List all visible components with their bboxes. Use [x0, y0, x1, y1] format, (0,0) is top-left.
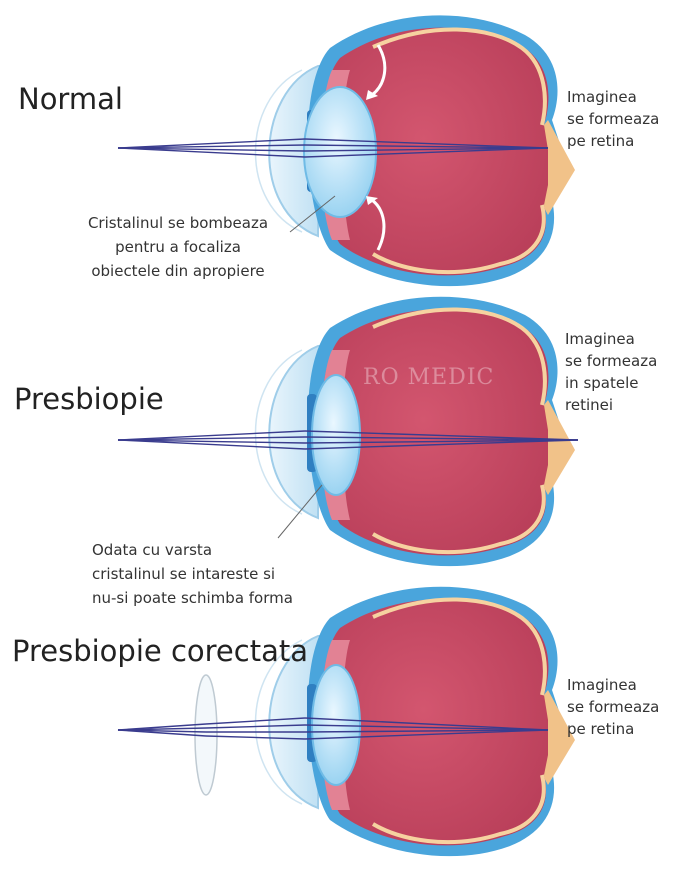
note-line: se formeaza	[565, 350, 657, 372]
note-line: in spatele	[565, 372, 657, 394]
note-line: Imaginea	[567, 674, 659, 696]
lens	[312, 375, 360, 495]
note-line: pe retina	[567, 130, 659, 152]
title-line: corectata	[171, 634, 308, 668]
watermark: RO MEDIC	[363, 365, 494, 390]
panel-title: Presbiopie	[14, 380, 164, 418]
note-line: Imaginea	[565, 328, 657, 350]
panel-presbiopie: Presbiopie Imaginea se formeaza in spate…	[0, 290, 675, 580]
title-line: Normal	[18, 82, 123, 116]
image-note: Imaginea se formeaza pe retina	[567, 86, 659, 152]
caption-line: pentru a focaliza	[58, 235, 298, 259]
panel-normal: Normal Imaginea se formeaza pe retina Cr…	[0, 0, 675, 290]
title-line: Presbiopie	[14, 382, 164, 416]
caption-line: Cristalinul se bombeaza	[58, 211, 298, 235]
note-line: se formeaza	[567, 696, 659, 718]
panel-title: Presbiopie corectata	[12, 632, 308, 670]
panel-presbiopie-corectata: Presbiopie corectata Imaginea se formeaz…	[0, 580, 675, 870]
lens	[304, 87, 376, 217]
note-line: retinei	[565, 394, 657, 416]
title-line: Presbiopie	[12, 634, 162, 668]
note-line: se formeaza	[567, 108, 659, 130]
caption-line: obiectele din apropiere	[58, 259, 298, 283]
lens-caption: Cristalinul se bombeaza pentru a focaliz…	[58, 211, 298, 283]
image-note: Imaginea se formeaza in spatele retinei	[565, 328, 657, 416]
caption-line: Odata cu varsta	[92, 538, 352, 562]
note-line: pe retina	[567, 718, 659, 740]
panel-title: Normal	[18, 80, 123, 118]
image-note: Imaginea se formeaza pe retina	[567, 674, 659, 740]
note-line: Imaginea	[567, 86, 659, 108]
